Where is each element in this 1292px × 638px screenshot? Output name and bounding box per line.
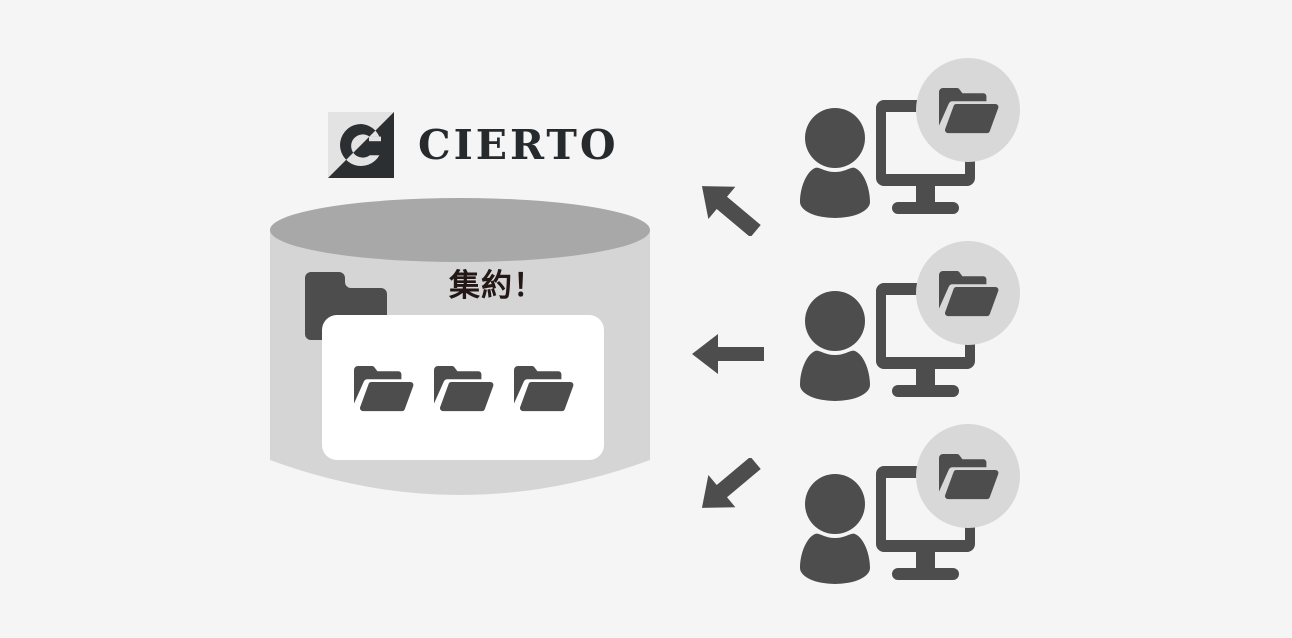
- folder-badge: [916, 424, 1020, 528]
- brand-lockup: CIERTO: [328, 112, 619, 178]
- user-icon: [800, 474, 870, 584]
- stored-files-card: [322, 315, 604, 460]
- client-workstation: [800, 58, 1020, 218]
- user-icon: [800, 108, 870, 218]
- stored-folder-list: [322, 315, 604, 460]
- arrow-left: [692, 334, 764, 374]
- folder-open-icon: [434, 365, 494, 411]
- client-workstation: [800, 241, 1020, 401]
- client-workstation: [800, 424, 1020, 584]
- arrow-diagonal-up-left: [701, 458, 761, 508]
- folder-open-icon: [354, 365, 414, 411]
- brand-wordmark: CIERTO: [418, 120, 619, 169]
- folder-badge: [916, 58, 1020, 162]
- datastore-cylinder: 集約！: [270, 198, 650, 518]
- cierto-logo-icon: [328, 112, 394, 178]
- arrow-diagonal-down-left: [701, 186, 761, 236]
- folder-badge: [916, 241, 1020, 345]
- datastore-label: 集約！: [449, 268, 545, 304]
- user-icon: [800, 291, 870, 401]
- folder-open-icon: [514, 365, 574, 411]
